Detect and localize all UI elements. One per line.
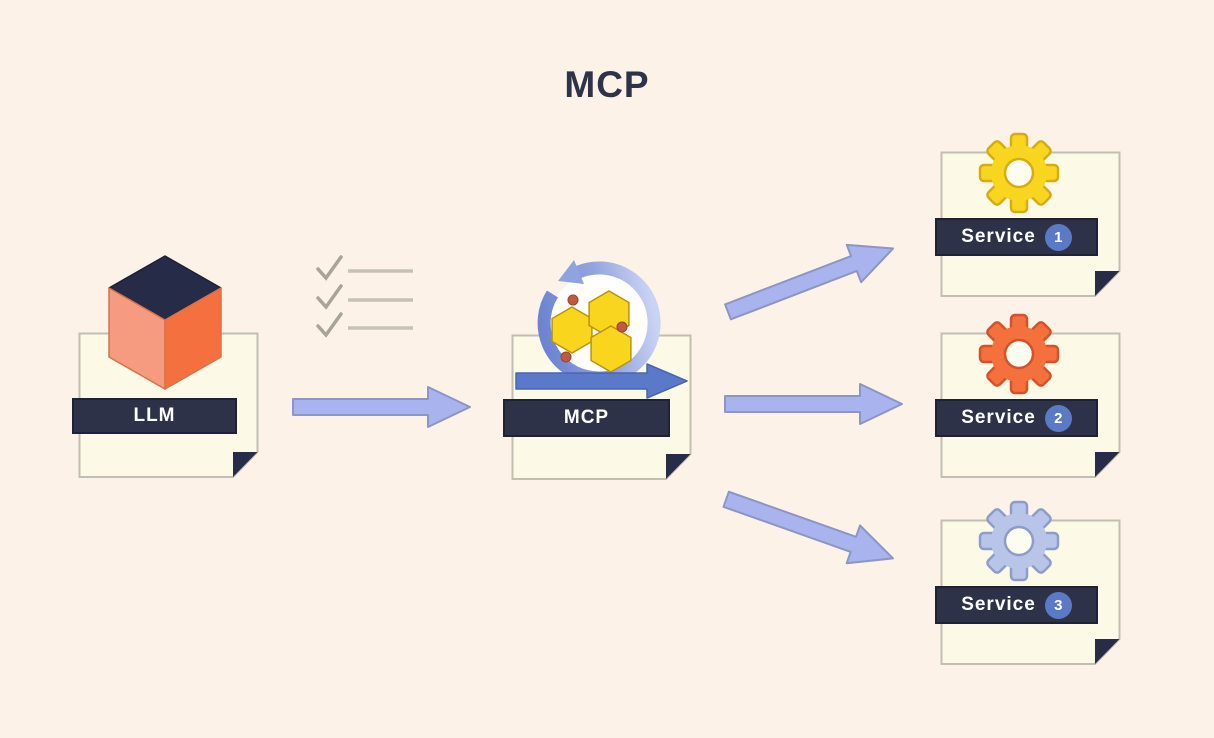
llm-label-bar: LLM [72, 398, 237, 434]
cube-icon [108, 255, 222, 390]
dot [567, 294, 579, 306]
sprint-cycle-icon [515, 260, 688, 399]
arrow-mcp-to-service-2 [724, 383, 903, 425]
llm-label: LLM [133, 405, 176, 426]
service-number-badge: 3 [1044, 591, 1072, 619]
arrow-mcp-to-service-1 [724, 243, 895, 321]
dot [560, 351, 572, 363]
service-label: Service [961, 407, 1036, 428]
folded-corner [1095, 639, 1120, 664]
service-label: Service [961, 594, 1036, 615]
service-3-label-bar: Service 3 [935, 586, 1098, 624]
gear-icon [978, 132, 1060, 214]
gear-icon [978, 500, 1060, 582]
folded-corner [666, 454, 691, 479]
arrow-llm-to-mcp [292, 386, 471, 428]
cycle-exit-arrow [515, 363, 688, 399]
hexagon [590, 325, 632, 373]
cycle-arrowhead [558, 260, 584, 284]
service-number-badge: 1 [1044, 223, 1072, 251]
service-1-label-bar: Service 1 [935, 218, 1098, 256]
dot [616, 321, 628, 333]
checklist-icon [316, 255, 413, 338]
service-label: Service [961, 226, 1036, 247]
mcp-label-bar: MCP [503, 399, 670, 437]
arrow-mcp-to-service-3 [722, 490, 894, 565]
folded-corner [1095, 452, 1120, 477]
gear-icon [978, 313, 1060, 395]
folded-corner [1095, 271, 1120, 296]
folded-corner [233, 452, 258, 477]
diagram-title: MCP [564, 64, 650, 105]
mcp-label: MCP [563, 407, 610, 428]
service-number-badge: 2 [1044, 404, 1072, 432]
service-2-label-bar: Service 2 [935, 399, 1098, 437]
